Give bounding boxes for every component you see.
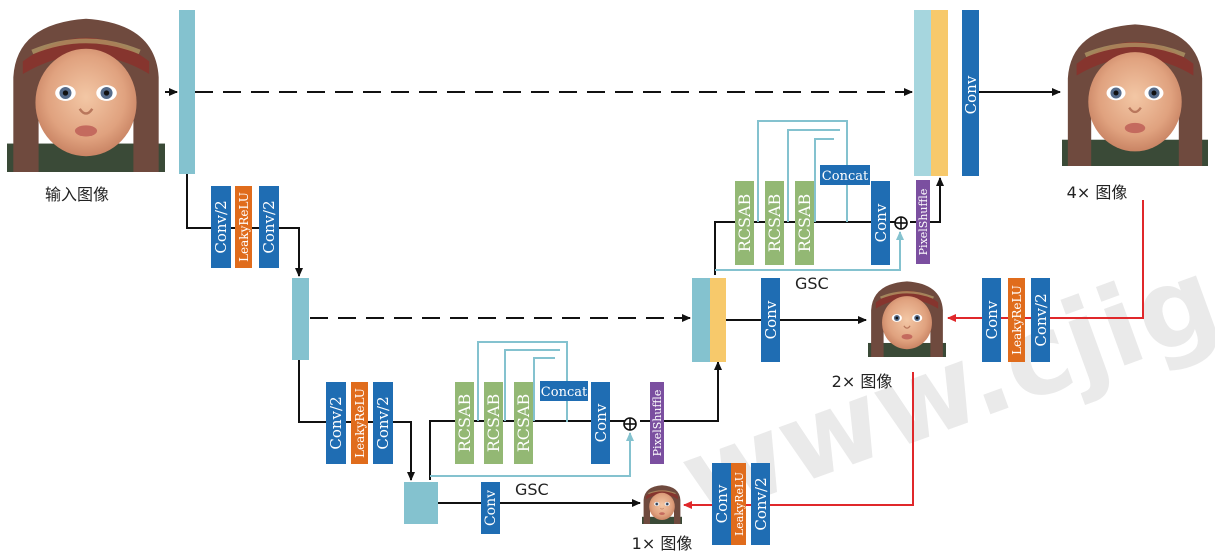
conv2-label: Conv/2: [752, 477, 770, 530]
output-image-1x: [642, 484, 682, 524]
rcsab-label: RCSAB: [795, 194, 814, 253]
concat-feature-2x-b: [710, 278, 726, 362]
rcsab-label: RCSAB: [765, 194, 784, 253]
leaky-label: LeakyReLU: [733, 472, 746, 536]
pixelshuffle-label: PixelShuffle: [917, 189, 930, 256]
output-conv-1x-label: Conv: [483, 490, 499, 526]
feature-map-level2: [292, 278, 309, 360]
conv2-label: Conv/2: [374, 396, 392, 449]
gsc-label-2: GSC: [795, 274, 829, 293]
downsample-block-2: Conv/2 LeakyReLU Conv/2: [326, 382, 393, 464]
sum-icon-gsc1: [624, 418, 636, 430]
sum-icon-gsc2: [895, 217, 907, 229]
conv-label: Conv: [983, 300, 1001, 339]
rcsab-label: RCSAB: [735, 194, 754, 253]
leaky-label: LeakyReLU: [1010, 285, 1024, 355]
concat-label: Concat: [822, 169, 869, 184]
output-conv-2x-label: Conv: [762, 300, 780, 339]
conv-label: Conv: [713, 484, 731, 523]
gsc-label-1: GSC: [515, 480, 549, 499]
concat-label: Concat: [541, 385, 588, 400]
upscale-block-1x: Conv LeakyReLU Conv/2: [712, 463, 770, 545]
leaky-label: LeakyReLU: [237, 192, 251, 262]
leaky-label: LeakyReLU: [353, 388, 367, 458]
rcsab-label: RCSAB: [484, 394, 503, 453]
conv-label: Conv: [872, 203, 890, 242]
output-image-4x: [1062, 20, 1208, 166]
input-image: [7, 14, 165, 172]
upscale-block-2x: Conv LeakyReLU Conv/2: [982, 278, 1050, 362]
conv2-label: Conv/2: [260, 200, 278, 253]
rcsab-label: RCSAB: [514, 394, 533, 453]
input-image-caption: 输入图像: [45, 185, 109, 204]
concat-feature-2x-a: [692, 278, 710, 362]
conv2-label: Conv/2: [1032, 293, 1050, 346]
conv-label: Conv: [592, 403, 610, 442]
output-image-2x: [868, 279, 946, 357]
concat-feature-4x-b: [931, 10, 948, 176]
concat-feature-4x-a: [914, 10, 931, 176]
conv2-label: Conv/2: [327, 396, 345, 449]
output-conv-4x-label: Conv: [962, 75, 980, 114]
feature-map-level1: [179, 10, 195, 174]
rcsab-label: RCSAB: [455, 394, 474, 453]
downsample-block-1: Conv/2 LeakyReLU Conv/2: [211, 186, 279, 268]
output-1x-caption: 1× 图像: [632, 534, 693, 553]
output-2x-caption: 2× 图像: [832, 372, 893, 391]
feature-map-level3: [404, 482, 438, 524]
conv2-label: Conv/2: [212, 200, 230, 253]
pixelshuffle-label: PixelShuffle: [651, 390, 664, 457]
output-4x-caption: 4× 图像: [1067, 183, 1128, 202]
